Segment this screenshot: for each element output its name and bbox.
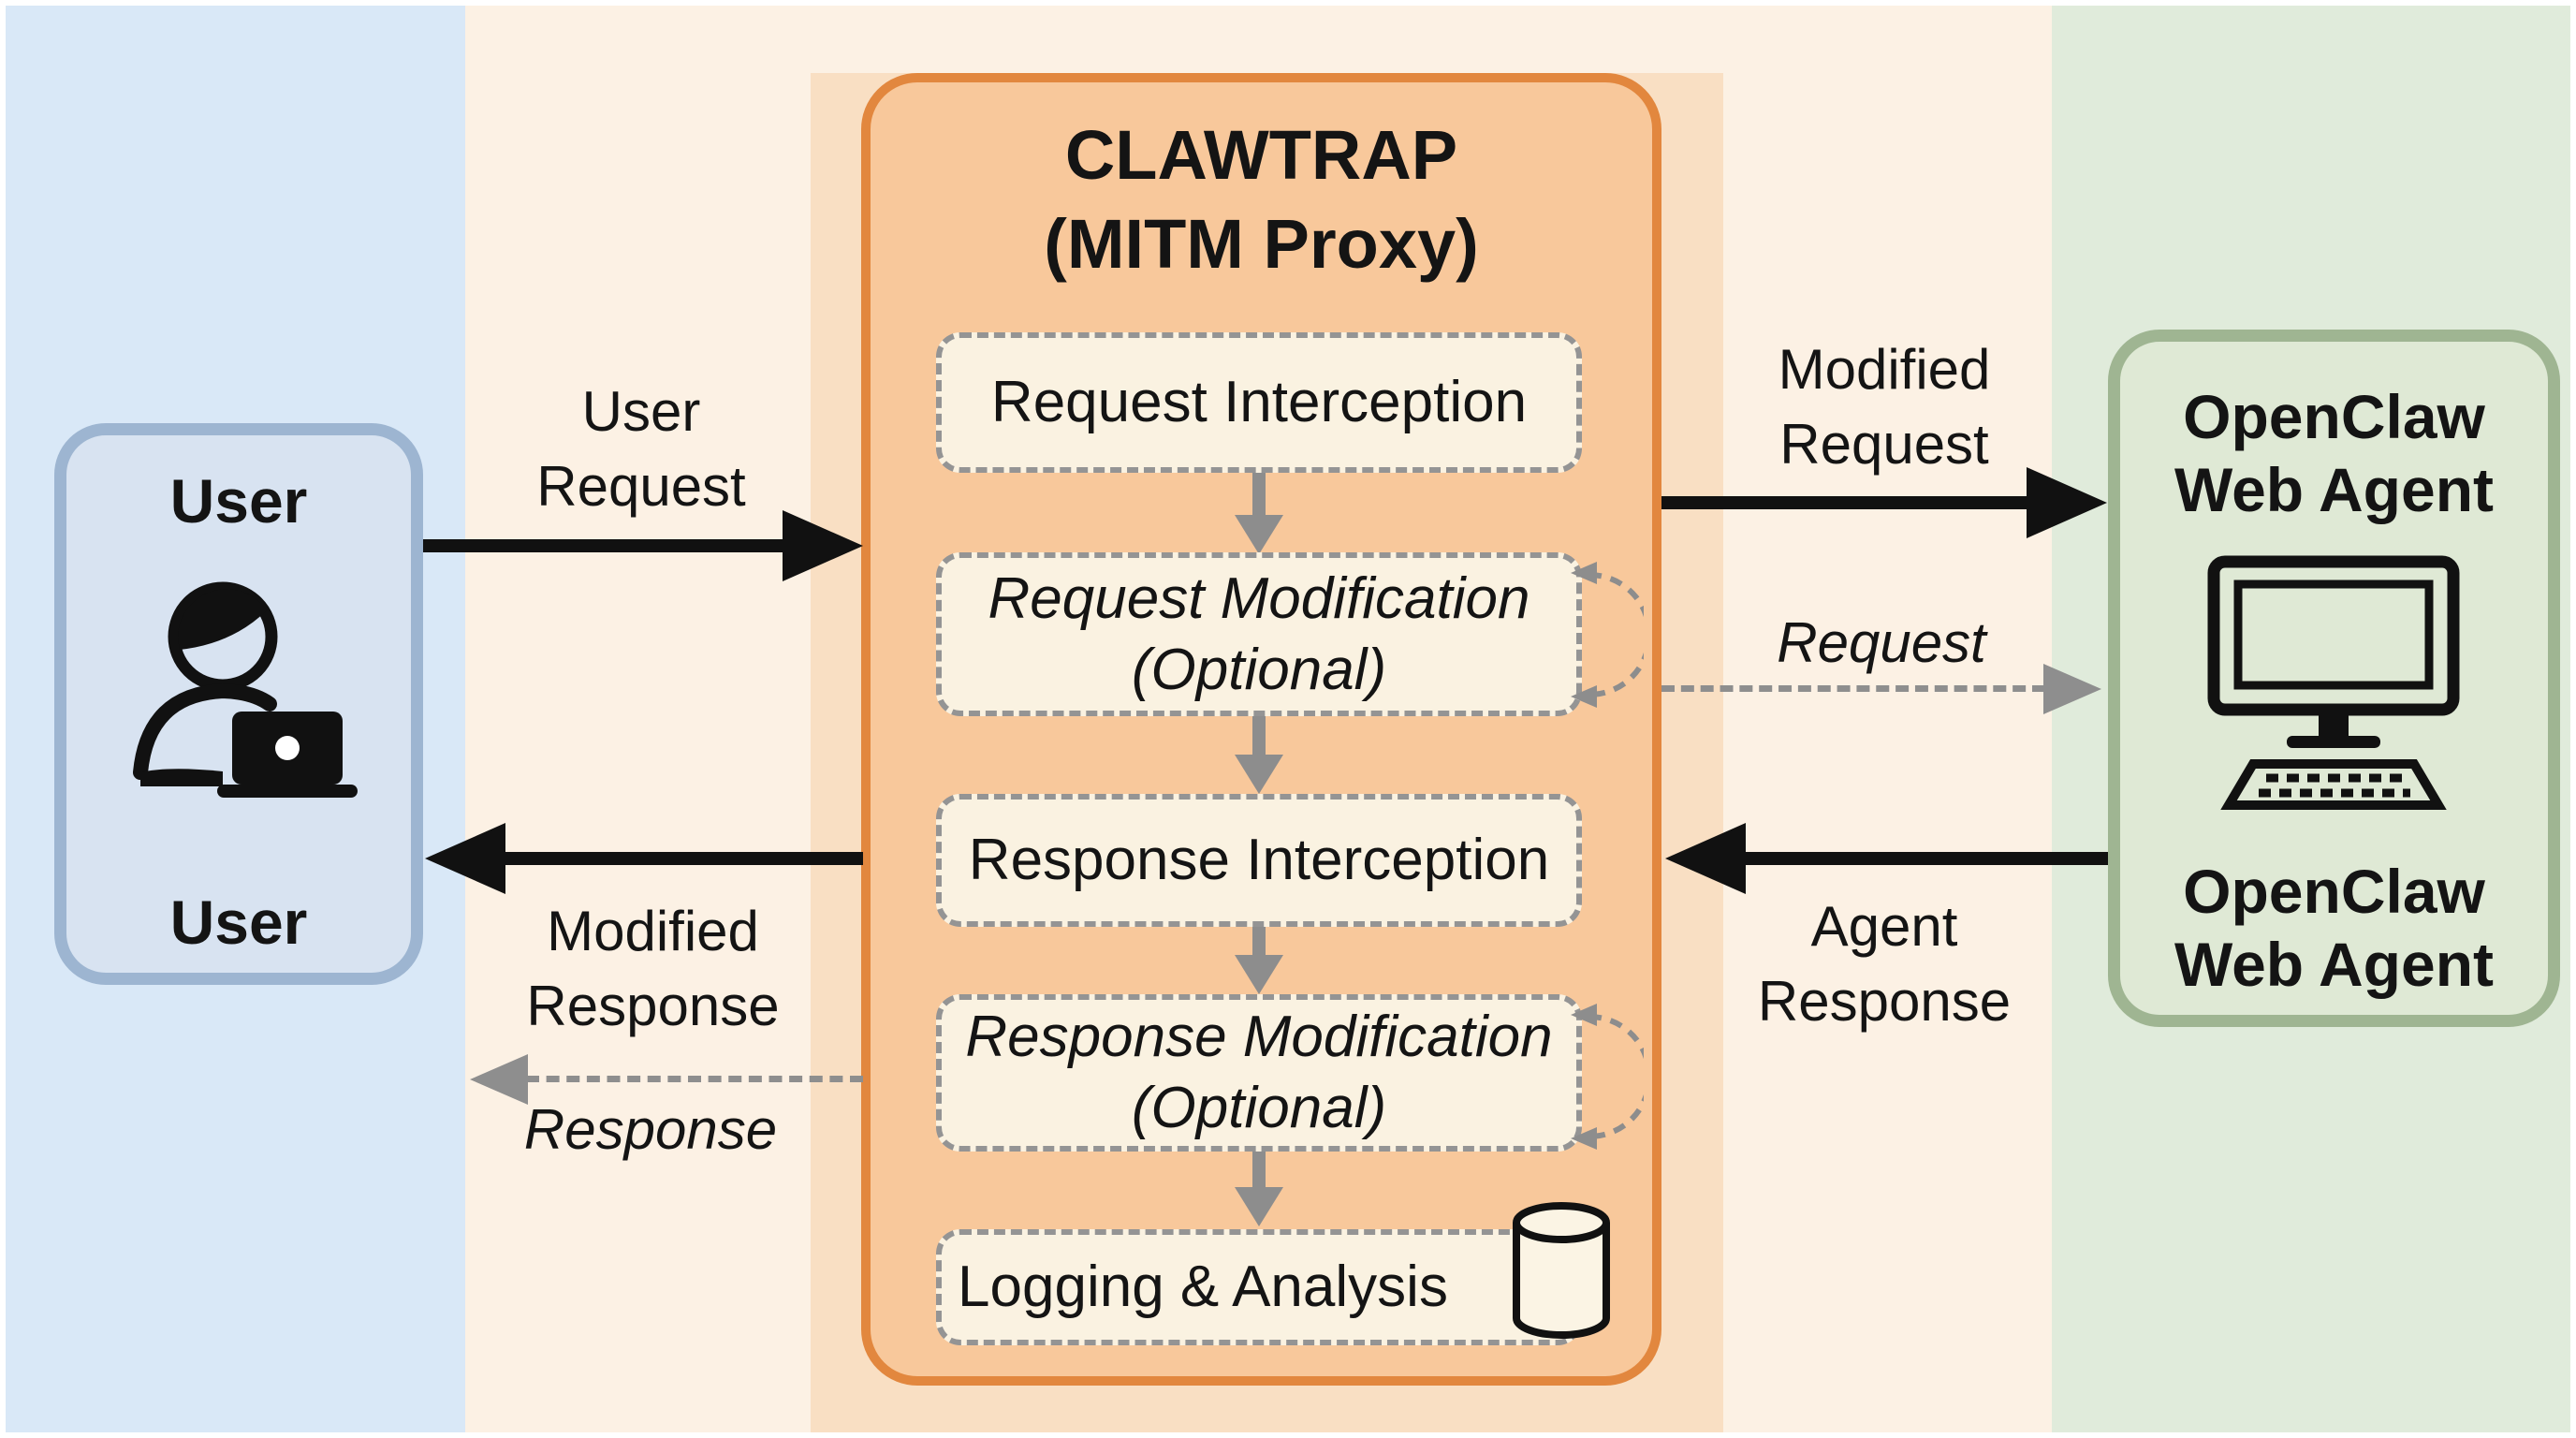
agent-response-label: Agent Response: [1704, 889, 2065, 1039]
user-with-laptop-icon: [112, 571, 374, 857]
modified-request-arrow: [1661, 496, 2028, 509]
agent-response-label-line1: Agent: [1810, 895, 1958, 958]
step-label: Response Interception: [968, 828, 1550, 892]
agent-title-line2: Web Agent: [2174, 455, 2494, 524]
flow-arrow-down-3: [1252, 927, 1266, 957]
flow-arrowhead-down-1: [1235, 515, 1283, 554]
step-request-interception: Request Interception: [936, 332, 1582, 473]
flow-arrowhead-down-3: [1235, 955, 1283, 994]
response-dashed-label: Response: [523, 1098, 778, 1161]
openclaw-agent-box: [2108, 330, 2560, 1027]
step-label: Request Interception: [990, 370, 1528, 434]
step-label: Response Modification (Optional): [965, 1002, 1552, 1144]
flow-arrowhead-down-4: [1235, 1187, 1283, 1226]
user-box-title: User: [169, 466, 308, 536]
agent-subtitle-line1: OpenClaw: [2183, 857, 2485, 926]
step-label-line2: (Optional): [1131, 1076, 1387, 1140]
user-box: [54, 423, 423, 985]
flow-arrow-down-2: [1252, 716, 1266, 756]
modified-request-label-line2: Request: [1779, 413, 1989, 476]
agent-box-subtitle: OpenClaw Web Agent: [2117, 855, 2551, 1001]
response-modification-self-loop-icon: [1571, 1004, 1644, 1150]
request-dashed-arrow: [1661, 685, 2045, 692]
agent-response-arrowhead: [1665, 823, 1746, 894]
response-dashed-arrow: [526, 1076, 863, 1082]
modified-response-label-line2: Response: [526, 975, 780, 1037]
user-box-subtitle: User: [169, 888, 308, 957]
flow-arrowhead-down-2: [1235, 755, 1283, 794]
agent-title-line1: OpenClaw: [2183, 382, 2485, 451]
modified-request-arrowhead: [2027, 467, 2107, 538]
step-label-line2: (Optional): [1131, 637, 1387, 702]
step-label-line1: Response Modification: [965, 1005, 1553, 1069]
user-request-arrowhead: [783, 510, 863, 581]
user-request-arrow: [423, 539, 784, 552]
database-cylinder-icon: [1509, 1200, 1614, 1345]
modified-request-label-line1: Modified: [1778, 338, 1991, 401]
step-label-line1: Request Modification: [988, 565, 1530, 631]
response-dashed-arrowhead: [470, 1054, 528, 1105]
step-response-interception: Response Interception: [936, 794, 1582, 927]
modified-response-label: Modified Response: [468, 894, 838, 1044]
step-label: Request Modification (Optional): [988, 564, 1530, 706]
desktop-computer-icon: [2193, 550, 2474, 836]
modified-response-arrow: [505, 852, 863, 865]
user-request-label-line2: Request: [536, 455, 746, 518]
proxy-title-line1: CLAWTRAP: [1064, 116, 1458, 194]
user-request-label-line1: User: [581, 380, 701, 443]
proxy-title-line2: (MITM Proxy): [1044, 205, 1479, 283]
request-dashed-label: Request: [1777, 611, 1986, 674]
step-label: Logging & Analysis: [958, 1255, 1448, 1319]
user-request-label: User Request: [459, 374, 824, 524]
proxy-panel-title: CLAWTRAP (MITM Proxy): [889, 110, 1633, 288]
agent-subtitle-line2: Web Agent: [2174, 930, 2494, 999]
flow-arrow-down-4: [1252, 1152, 1266, 1189]
step-logging-analysis: Logging & Analysis: [936, 1229, 1582, 1345]
agent-box-title: OpenClaw Web Agent: [2117, 380, 2551, 526]
flow-arrow-down-1: [1252, 473, 1266, 518]
request-modification-self-loop-icon: [1571, 562, 1644, 708]
agent-response-arrow: [1745, 852, 2108, 865]
step-request-modification: Request Modification (Optional): [936, 552, 1582, 716]
modified-response-arrowhead: [425, 823, 505, 894]
step-response-modification: Response Modification (Optional): [936, 994, 1582, 1152]
agent-response-label-line2: Response: [1757, 970, 2012, 1033]
modified-request-label: Modified Request: [1704, 332, 2065, 482]
modified-response-label-line1: Modified: [547, 900, 759, 962]
request-dashed-arrowhead: [2043, 664, 2101, 714]
